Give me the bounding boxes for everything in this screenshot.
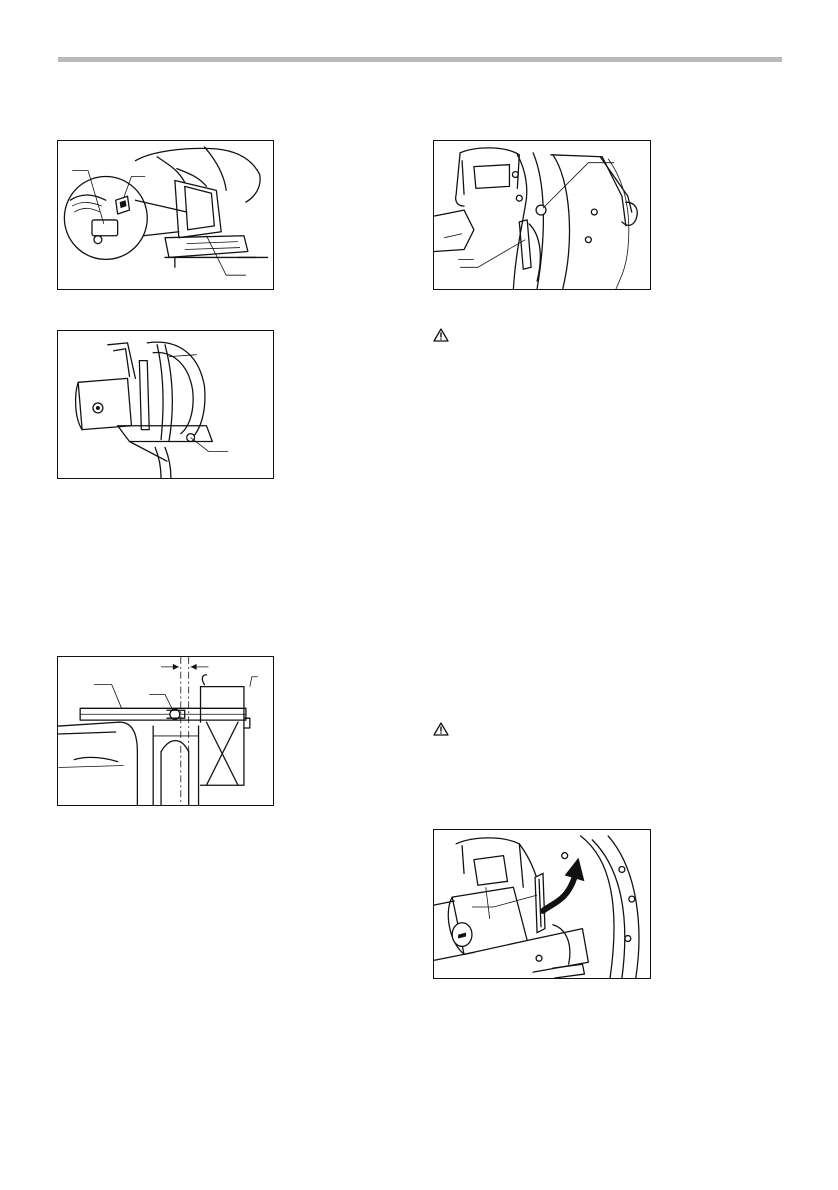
warning-triangle-icon [433, 722, 449, 736]
header-rule [58, 57, 782, 62]
figure-saw-side [57, 330, 274, 479]
figure-lever-rotation [433, 829, 651, 979]
blade-guard-illustration [58, 141, 273, 289]
base-plate-illustration [58, 657, 273, 805]
lever-rotation-illustration [434, 830, 650, 978]
warning-triangle-icon [433, 328, 449, 342]
curved-arrow-icon [543, 877, 575, 911]
saw-side-illustration [58, 331, 273, 478]
figure-base-plate [57, 656, 274, 806]
figure-motor-housing [433, 140, 651, 290]
motor-housing-illustration [434, 141, 650, 289]
figure-blade-guard [57, 140, 274, 290]
